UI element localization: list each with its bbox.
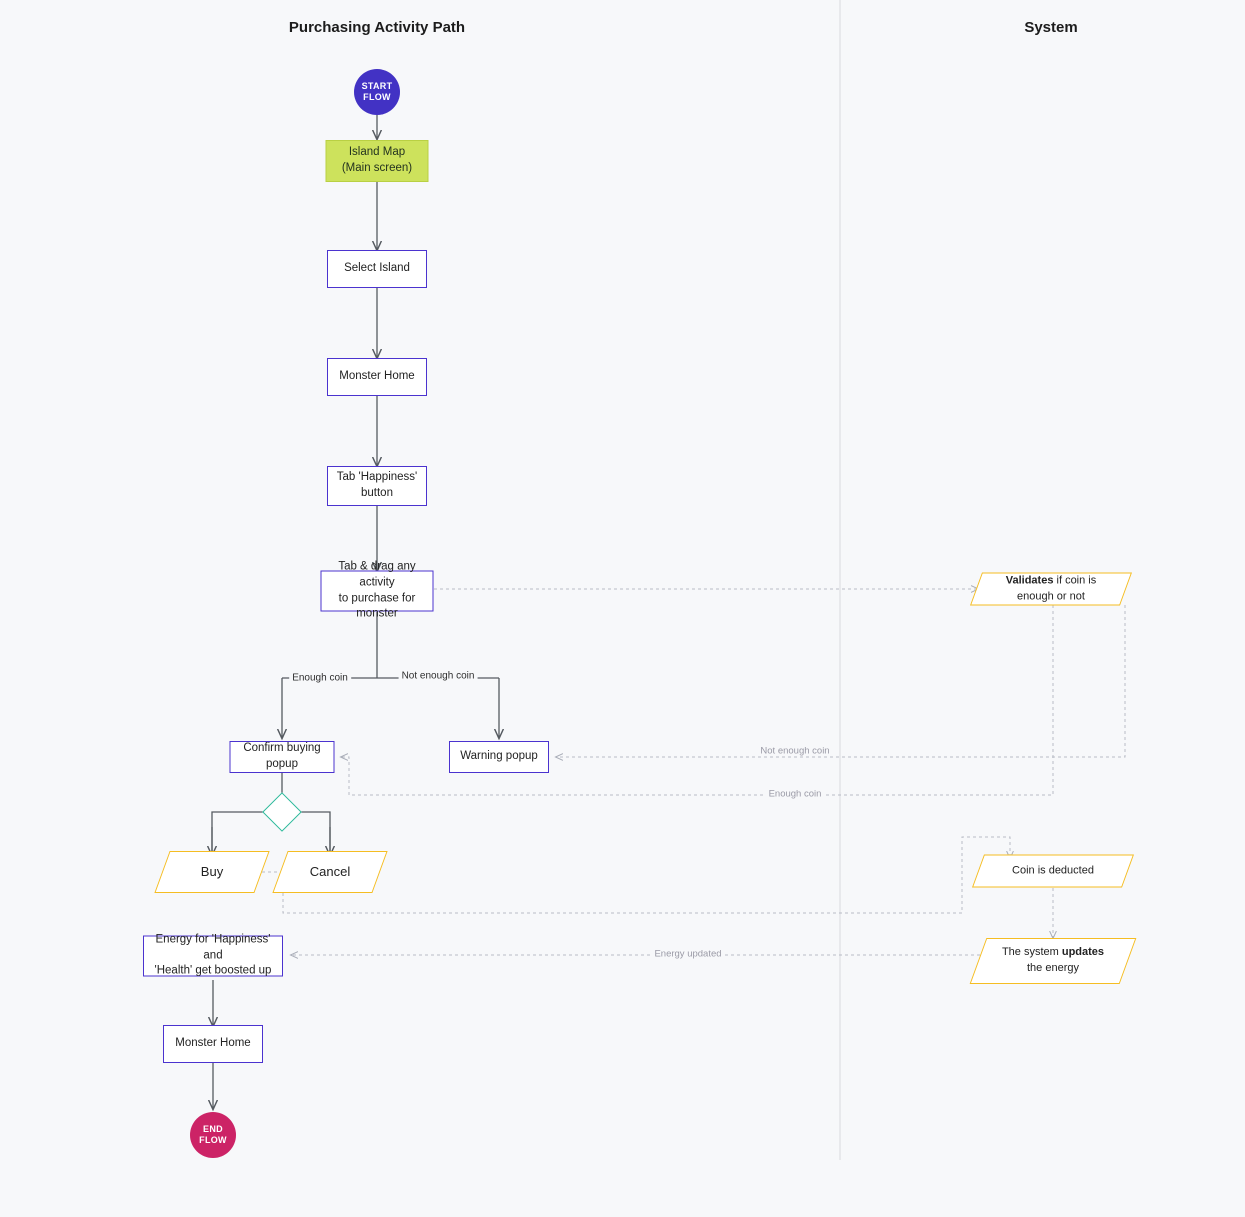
lane-title-system: System — [1024, 19, 1078, 36]
node-validates-coin[interactable]: Validates if coin is enough or not — [969, 572, 1133, 606]
node-system-updates-energy-label-pre: The system — [1001, 946, 1062, 959]
node-system-updates-energy-label-line2: the energy — [1027, 962, 1079, 974]
node-validates-coin-label-line2: enough or not — [1017, 590, 1085, 602]
node-tab-drag-activity[interactable]: Tab & drag any activity to purchase for … — [320, 561, 434, 620]
node-validates-coin-label-bold: Validates — [1005, 574, 1054, 587]
node-tab-happiness-button-label: Tab 'Happiness' button — [336, 471, 418, 499]
node-end-flow[interactable]: END FLOW — [190, 1112, 236, 1158]
node-tab-happiness-button[interactable]: Tab 'Happiness' button — [327, 466, 427, 506]
node-select-island[interactable]: Select Island — [327, 250, 427, 288]
edge-validates-to-warning — [556, 605, 1126, 757]
edge-label-energy-updated: Energy updated — [651, 948, 725, 960]
node-end-flow-label: END FLOW — [199, 1123, 227, 1145]
node-warning-popup-label: Warning popup — [460, 750, 538, 763]
node-buy[interactable]: Buy — [154, 851, 270, 893]
node-validates-coin-label: Validates if coin is enough or not — [976, 573, 1126, 606]
node-monster-home-1-label: Monster Home — [339, 370, 415, 383]
edge-validates-to-confirm — [341, 605, 1054, 796]
edge-label-enough-coin-return: Enough coin — [765, 788, 825, 800]
node-monster-home-2[interactable]: Monster Home — [163, 1025, 263, 1063]
node-start-flow[interactable]: START FLOW — [354, 69, 400, 115]
node-coin-deducted[interactable]: Coin is deducted — [971, 854, 1135, 888]
node-coin-deducted-label: Coin is deducted — [1012, 864, 1094, 877]
node-cancel-label: Cancel — [309, 863, 351, 879]
node-confirm-buying-popup[interactable]: Confirm buying popup — [229, 741, 335, 773]
node-validates-coin-label-rest: if coin is — [1053, 574, 1097, 587]
node-system-updates-energy-label-bold: updates — [1061, 946, 1105, 959]
node-monster-home-1[interactable]: Monster Home — [327, 358, 427, 396]
node-monster-home-2-label: Monster Home — [175, 1037, 251, 1050]
node-island-map[interactable]: Island Map (Main screen) — [325, 140, 429, 182]
edge-label-not-enough-coin: Not enough coin — [398, 670, 478, 682]
node-warning-popup[interactable]: Warning popup — [449, 741, 549, 773]
node-system-updates-energy-label: The system updates the energy — [978, 938, 1128, 984]
node-decision-buy-or-cancel[interactable] — [262, 792, 302, 832]
node-system-updates-energy[interactable]: The system updates the energy — [969, 938, 1137, 984]
node-tab-drag-activity-label: Tab & drag any activity to purchase for … — [338, 560, 416, 620]
node-confirm-buying-popup-label: Confirm buying popup — [243, 742, 321, 770]
node-energy-boosted-label: Energy for 'Happiness' and 'Health' get … — [154, 933, 272, 977]
node-buy-label: Buy — [200, 863, 224, 879]
node-select-island-label: Select Island — [344, 262, 410, 275]
edge-label-not-enough-coin-return: Not enough coin — [757, 745, 833, 757]
node-island-map-label: Island Map (Main screen) — [341, 146, 413, 174]
node-start-flow-label: START FLOW — [361, 80, 393, 102]
node-cancel[interactable]: Cancel — [272, 851, 388, 893]
edge-label-enough-coin: Enough coin — [289, 672, 351, 684]
node-energy-boosted[interactable]: Energy for 'Happiness' and 'Health' get … — [143, 933, 283, 977]
lane-title-purchasing-activity-path: Purchasing Activity Path — [288, 19, 466, 36]
